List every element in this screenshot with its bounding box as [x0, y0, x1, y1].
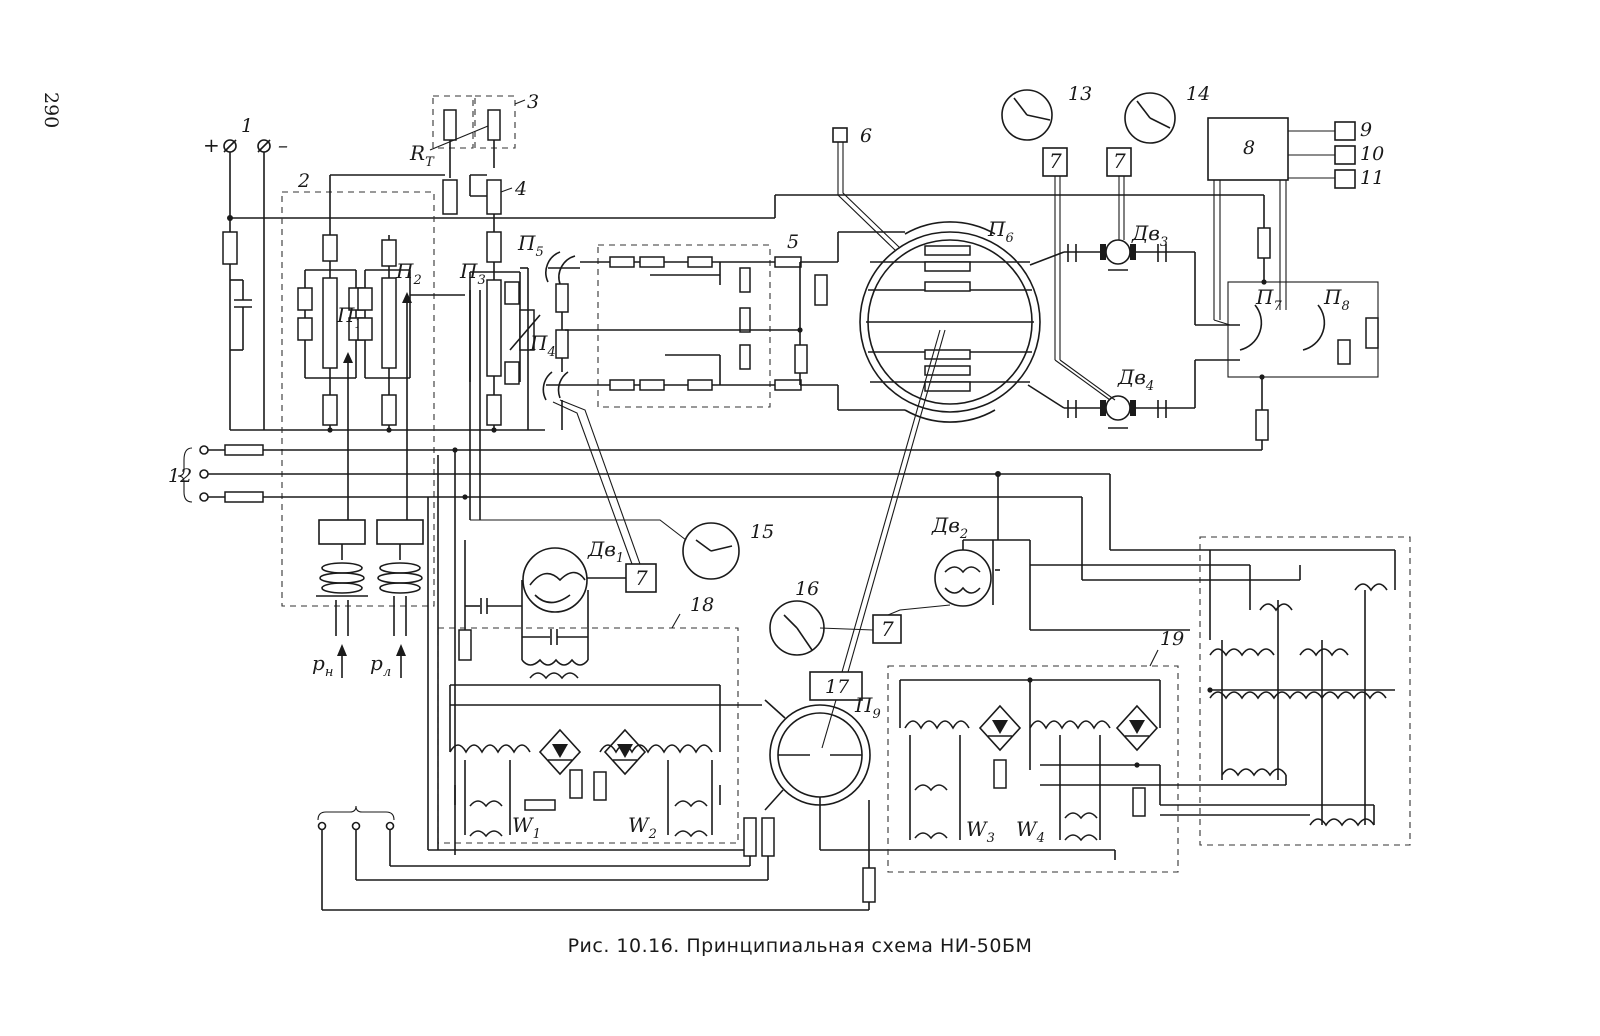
- label-w1: W1: [512, 813, 541, 842]
- label-16: 16: [795, 578, 819, 600]
- label-8: 8: [1243, 137, 1255, 159]
- switch-p6: П6: [837, 217, 1041, 423]
- label-dv3: Дв3: [1131, 221, 1168, 250]
- minus-sign: –: [278, 133, 288, 157]
- gauge-13: 13 7: [1001, 83, 1092, 177]
- label-7-c: 7: [635, 566, 648, 590]
- gauge-15: 15 7: [470, 399, 774, 593]
- label-dv1: Дв1: [587, 537, 624, 566]
- switch-p4: П4: [529, 329, 580, 430]
- switch-p3: П3: [459, 214, 541, 520]
- label-3: 3: [527, 91, 539, 113]
- label-1: 1: [241, 115, 253, 137]
- label-p9: П9: [854, 693, 881, 722]
- bottom-terminals: [317, 805, 869, 911]
- motor-dv4: Дв4: [1027, 365, 1175, 429]
- block-17: 17: [809, 329, 946, 749]
- label-w2: W2: [628, 813, 657, 842]
- label-pn: pн: [312, 651, 333, 680]
- label-p5: П5: [517, 231, 544, 260]
- label-7-b: 7: [1113, 149, 1126, 173]
- page-number: 290: [40, 92, 62, 129]
- label-6: 6: [860, 125, 872, 147]
- block-8: 8 9 10 11: [1207, 117, 1384, 189]
- label-dv2: Дв2: [931, 513, 968, 542]
- label-18: 18: [690, 594, 714, 616]
- label-15: 15: [750, 521, 774, 543]
- label-w3: W3: [966, 817, 995, 846]
- label-11: 11: [1360, 167, 1384, 189]
- label-pl: pл: [370, 651, 391, 680]
- label-p2: П2: [395, 259, 422, 288]
- label-w4: W4: [1016, 817, 1045, 846]
- label-p7: П7: [1255, 285, 1282, 314]
- switch-p5: П5: [517, 231, 580, 330]
- block-18: 18 W1 W2: [437, 594, 762, 844]
- label-p3: П3: [459, 259, 486, 288]
- label-rt: RT: [409, 141, 435, 170]
- pressure-sensor-right: [377, 544, 423, 636]
- three-phase-input-12: 12: [168, 444, 1262, 503]
- label-19: 19: [1160, 628, 1184, 650]
- block-19: 19 W3 W4: [887, 628, 1310, 873]
- gauge-14: 14 7: [1106, 83, 1210, 177]
- box-6: [832, 127, 848, 143]
- gauge-16: 16 7: [769, 578, 902, 656]
- block-2: 2 П1: [281, 170, 465, 680]
- label-4: 4: [514, 178, 527, 200]
- label-p6: П6: [987, 217, 1014, 246]
- label-dv4: Дв4: [1117, 365, 1154, 394]
- label-7-a: 7: [1049, 149, 1062, 173]
- label-p8: П8: [1323, 285, 1350, 314]
- label-9: 9: [1360, 119, 1372, 141]
- motor-dv3: Дв3: [1029, 221, 1175, 271]
- label-10: 10: [1360, 143, 1384, 165]
- switch-p9: П9: [743, 693, 1115, 910]
- motor-dv2: Дв2: [887, 513, 1031, 630]
- motor-dv1: Дв1: [458, 537, 626, 680]
- label-14: 14: [1186, 83, 1210, 105]
- power-terminals: + – 1: [203, 115, 288, 430]
- label-p4: П4: [529, 331, 556, 360]
- pressure-sensor-left: [316, 544, 368, 636]
- right-transformer-block: [1030, 474, 1411, 846]
- plus-sign: +: [203, 133, 220, 157]
- label-17: 17: [825, 676, 850, 698]
- label-7-d: 7: [881, 617, 894, 641]
- figure-caption: Рис. 10.16. Принципиальная схема НИ-50БМ: [567, 935, 1033, 957]
- switches-p7-p8: П7 П8: [1175, 180, 1379, 441]
- block-5: 5: [565, 231, 838, 408]
- label-13: 13: [1068, 83, 1092, 105]
- thermo-resistors-3: 3 RT 4: [409, 91, 539, 215]
- label-2: 2: [297, 170, 310, 192]
- label-5: 5: [787, 231, 799, 253]
